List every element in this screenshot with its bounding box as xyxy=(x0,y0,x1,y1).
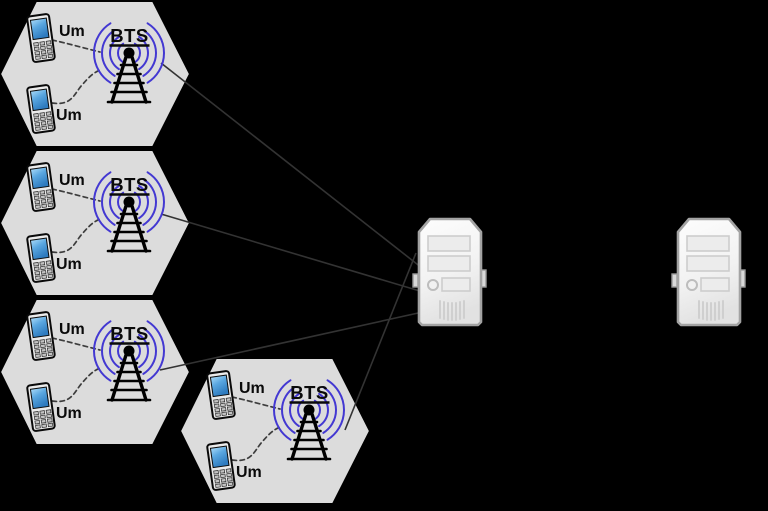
bts-backhaul-links xyxy=(159,62,451,431)
bts-label: BTS xyxy=(110,323,149,344)
um-interface-label: Um xyxy=(59,23,85,40)
tower-server-2-icon xyxy=(670,217,747,327)
bts-label: BTS xyxy=(290,382,329,403)
um-interface-label: Um xyxy=(59,172,85,189)
um-radio-link xyxy=(51,69,101,105)
um-radio-link xyxy=(51,39,101,53)
cell-3-bts-link xyxy=(159,305,451,371)
bts-label: BTS xyxy=(110,174,149,195)
bts-label: BTS xyxy=(110,25,149,46)
um-interface-label: Um xyxy=(56,256,82,273)
um-interface-label: Um xyxy=(239,380,265,397)
um-radio-link xyxy=(51,188,101,202)
cell-4-bts-link xyxy=(344,252,417,431)
cell-2: Um Um BTS xyxy=(25,161,166,284)
um-radio-link xyxy=(51,218,101,254)
tower-server-1-icon xyxy=(411,217,488,327)
um-radio-link xyxy=(231,426,281,462)
um-interface-label: Um xyxy=(56,405,82,422)
cell-1-bts-link xyxy=(160,62,451,291)
um-interface-label: Um xyxy=(56,107,82,124)
um-radio-link xyxy=(51,367,101,403)
cell-4: Um Um BTS xyxy=(205,369,346,492)
um-radio-link xyxy=(231,396,281,410)
um-interface-label: Um xyxy=(236,464,262,481)
cell-1: Um Um BTS xyxy=(25,12,166,135)
cell-3: Um Um BTS xyxy=(25,310,166,433)
um-interface-label: Um xyxy=(59,321,85,338)
um-radio-link xyxy=(51,337,101,351)
cell-2-bts-link xyxy=(160,213,451,301)
